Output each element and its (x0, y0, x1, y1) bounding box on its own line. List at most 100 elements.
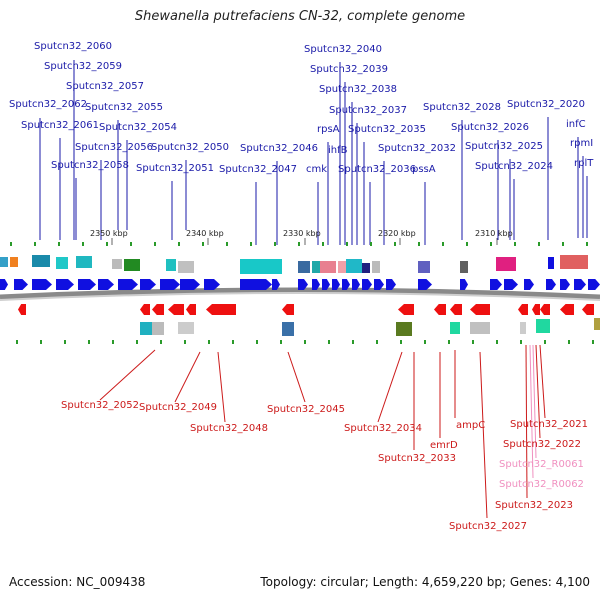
accession-text: Accession: NC_009438 (9, 575, 146, 589)
tick-mark (466, 242, 468, 246)
label-sputcn32-2045: Sputcn32_2045 (267, 404, 345, 415)
feature-block (496, 257, 516, 271)
forward-gene-arrow (418, 279, 432, 290)
feature-blocks (0, 255, 600, 336)
label-sputcn32-r0061: Sputcn32_R0061 (499, 459, 584, 470)
tick-mark (328, 340, 330, 344)
tick-mark (400, 340, 402, 344)
tick-mark (40, 340, 42, 344)
scale-label-2340-kbp: 2340 kbp (186, 229, 224, 238)
tick-mark (538, 242, 540, 246)
label-sputcn32-r0062: Sputcn32_R0062 (499, 479, 584, 490)
forward-gene-arrow (272, 279, 280, 290)
tick-mark (304, 340, 306, 344)
forward-gene-arrow (118, 279, 138, 290)
label-sputcn32-2022: Sputcn32_2022 (503, 439, 581, 450)
label-sputcn32-2055: Sputcn32_2055 (85, 102, 163, 113)
tick-mark (112, 340, 114, 344)
label-sputcn32-2060: Sputcn32_2060 (34, 41, 112, 52)
chromosome-backbone (0, 287, 600, 300)
feature-block (460, 261, 468, 273)
feature-block (166, 259, 176, 271)
reverse-gene-arrow (450, 304, 462, 315)
feature-block (372, 261, 380, 273)
tick-mark (160, 340, 162, 344)
leader-sputcn32-2023 (525, 344, 528, 499)
reverse-gene-arrow (140, 304, 150, 315)
forward-gene-arrow (32, 279, 52, 290)
forward-gene-arrow (504, 279, 518, 290)
label-sputcn32-2035: Sputcn32_2035 (348, 124, 426, 135)
forward-gene-arrow (14, 279, 28, 290)
forward-gene-arrow (98, 279, 114, 290)
tick-mark (448, 340, 450, 344)
reverse-gene-arrow (540, 304, 550, 315)
tick-mark (394, 242, 396, 246)
feature-block (240, 259, 282, 274)
forward-gene-arrow (490, 279, 502, 290)
reverse-gene-arrow (518, 304, 528, 315)
scale-label-2350-kbp: 2350 kbp (90, 229, 128, 238)
forward-gene-arrow (546, 279, 556, 290)
label-sputcn32-2033: Sputcn32_2033 (378, 453, 456, 464)
forward-gene-arrow (322, 279, 330, 290)
label-sputcn32-2058: Sputcn32_2058 (51, 160, 129, 171)
tick-mark (256, 340, 258, 344)
forward-gene-arrow (524, 279, 534, 290)
tick-mark (370, 242, 372, 246)
label-emrd: emrD (430, 440, 458, 451)
tick-mark (10, 242, 12, 246)
tick-mark (64, 340, 66, 344)
tick-marks (10, 242, 594, 344)
tick-mark (472, 340, 474, 344)
feature-block (548, 257, 554, 269)
label-sputcn32-2050: Sputcn32_2050 (151, 142, 229, 153)
feature-block (450, 322, 460, 334)
label-sputcn32-2039: Sputcn32_2039 (310, 64, 388, 75)
tick-mark (298, 242, 300, 246)
reverse-gene-arrow (18, 304, 26, 315)
tick-mark (418, 242, 420, 246)
feature-block (560, 255, 588, 269)
genome-map: 2350 kbp 2340 kbp 2330 kbp 2320 kbp 2310 kbp… (0, 41, 600, 532)
tick-mark (490, 242, 492, 246)
tick-mark (442, 242, 444, 246)
forward-gene-arrow (56, 279, 74, 290)
feature-block (470, 322, 490, 334)
feature-block (124, 259, 140, 271)
label-infc: infC (566, 119, 586, 130)
scale-label-2330-kbp: 2330 kbp (283, 229, 321, 238)
feature-block (112, 259, 122, 269)
label-sputcn32-2023: Sputcn32_2023 (495, 500, 573, 511)
feature-block (338, 261, 346, 273)
forward-gene-arrow (588, 279, 600, 290)
tick-mark (226, 242, 228, 246)
label-pssa: pssA (412, 164, 436, 175)
label-sputcn32-2027: Sputcn32_2027 (449, 521, 527, 532)
tick-mark (88, 340, 90, 344)
label-sputcn32-2049: Sputcn32_2049 (139, 402, 217, 413)
label-sputcn32-2052: Sputcn32_2052 (61, 400, 139, 411)
feature-block (298, 261, 310, 273)
leader-sputcn32-r0062 (529, 344, 534, 479)
feature-block (346, 259, 362, 273)
tick-mark (568, 340, 570, 344)
leader-sputcn32-2021 (539, 344, 546, 419)
forward-gene-arrow (352, 279, 360, 290)
tick-mark (58, 242, 60, 246)
tick-mark (352, 340, 354, 344)
label-sputcn32-2056: Sputcn32_2056 (75, 142, 153, 153)
reverse-gene-arrow (560, 304, 574, 315)
label-rplt: rplT (574, 158, 594, 169)
tick-mark (130, 242, 132, 246)
label-sputcn32-2062: Sputcn32_2062 (9, 99, 87, 110)
tick-mark (136, 340, 138, 344)
leader-sputcn32-2052 (99, 349, 156, 401)
forward-gene-arrow (298, 279, 308, 290)
tick-mark (520, 340, 522, 344)
map-title: Shewanella putrefaciens CN-32, complete … (134, 9, 466, 24)
feature-block (536, 319, 550, 333)
scale-label-2310-kbp: 2310 kbp (475, 229, 513, 238)
tick-mark (586, 242, 588, 246)
scale-label-2320-kbp: 2320 kbp (378, 229, 416, 238)
